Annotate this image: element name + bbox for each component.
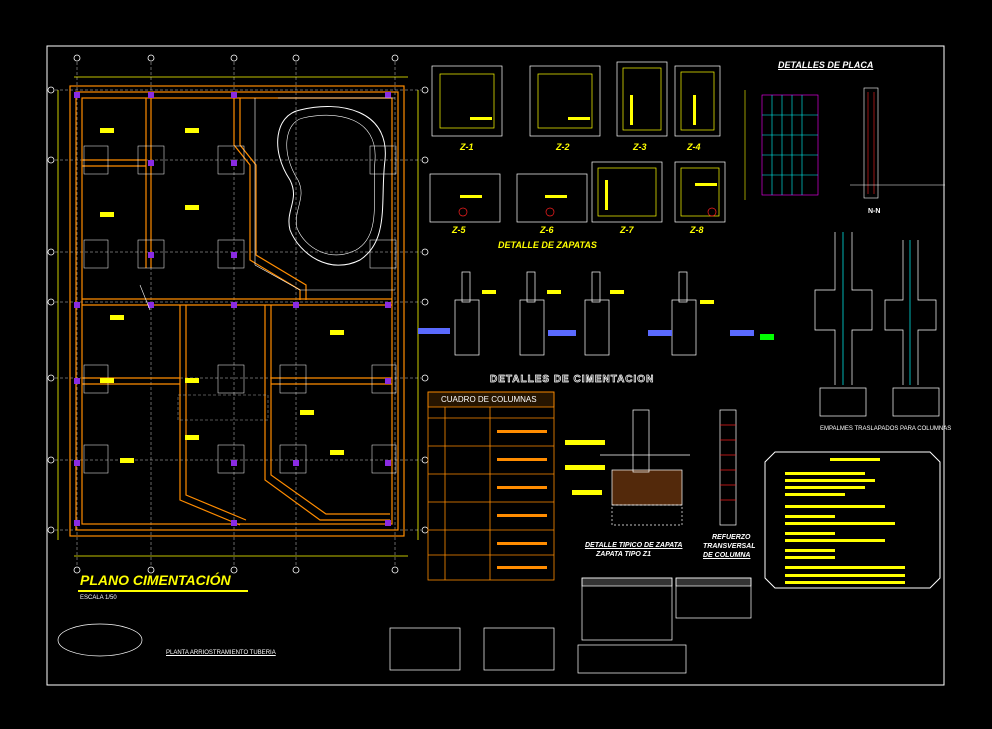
main-title: PLANO CIMENTACIÓN [80, 572, 231, 588]
column-splices [814, 232, 940, 417]
scale-label: ESCALA 1/50 [80, 595, 117, 601]
specifications-text [785, 458, 905, 584]
detalle-zapatas-title: DETALLE DE ZAPATAS [498, 240, 597, 250]
foundation-sections [418, 271, 774, 356]
cuadro-columnas-title: CUADRO DE COLUMNAS [441, 395, 537, 404]
detalle-tipico-line1: DETALLE TIPICO DE ZAPATA [585, 542, 683, 549]
empalmes-label: EMPALMES TRASLAPADOS PARA COLUMNAS [820, 426, 952, 432]
refuerzo-line2: TRANSVERSAL [703, 543, 756, 550]
detalles-placa-title: DETALLES DE PLACA [778, 60, 874, 70]
z5-label: Z-5 [452, 225, 466, 235]
z8-label: Z-8 [690, 225, 704, 235]
refuerzo-line3: DE COLUMNA [703, 552, 751, 559]
main-title-underline [78, 590, 248, 592]
column-schedule-table [427, 391, 555, 581]
z3-label: Z-3 [633, 142, 647, 152]
z4-label: Z-4 [687, 142, 701, 152]
notes-blocks [57, 577, 752, 674]
refuerzo-line1: REFUERZO [712, 534, 751, 541]
planta-arriostramiento-label: PLANTA ARRIOSTRAMIENTO TUBERIA [166, 650, 276, 656]
z1-label: Z-1 [460, 142, 474, 152]
detalle-tipico-line2: ZAPATA TIPO Z1 [596, 551, 651, 558]
z2-label: Z-2 [556, 142, 570, 152]
sheet-frame [46, 45, 945, 686]
section-nn-label: N-N [868, 208, 881, 215]
foundation-plan [47, 54, 429, 574]
z6-label: Z-6 [540, 225, 554, 235]
footing-details [429, 61, 726, 223]
typical-footing-detail [565, 409, 737, 526]
specifications-box [764, 451, 941, 589]
z7-label: Z-7 [620, 225, 634, 235]
placa-detail [744, 87, 945, 200]
detalles-cimentacion-title: DETALLES DE CIMENTACION [490, 374, 655, 386]
